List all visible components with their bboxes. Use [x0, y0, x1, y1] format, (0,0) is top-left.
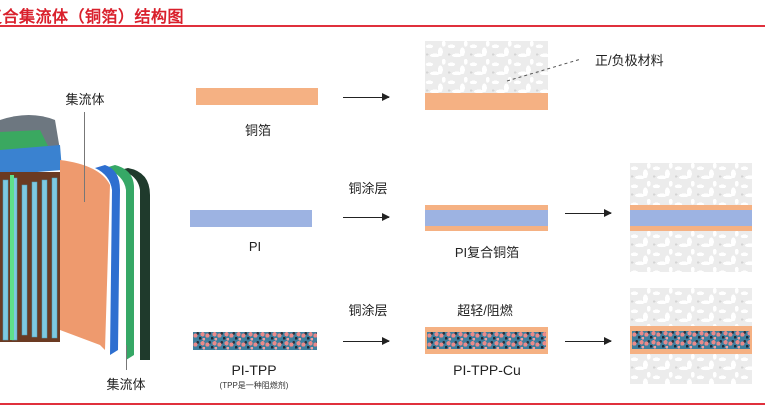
electrode-material-layer — [425, 41, 548, 93]
diagram-title: 复合集流体（铜箔）结构图 — [0, 9, 185, 26]
pi-composite-copper-foil — [630, 205, 752, 231]
arrow-right-icon — [343, 337, 390, 345]
arrow-right-icon — [343, 213, 390, 221]
arrow-right-icon — [565, 209, 612, 217]
battery-bottom-leader-line — [126, 345, 127, 370]
arrow-right-icon — [565, 337, 612, 345]
feature-label: 超轻/阻燃 — [457, 303, 513, 318]
electrode-material-layer — [630, 163, 752, 205]
pi-tpp-film-strip — [193, 332, 317, 350]
copper-coating-label: 铜涂层 — [348, 181, 388, 196]
leader-dashed-line — [506, 58, 582, 82]
pi-tpp-cu-foil — [630, 326, 752, 354]
pi-film-strip — [190, 210, 312, 227]
copper-foil-label: 铜箔 — [244, 123, 272, 138]
tpp-note: (TPP是一种阻燃剂) — [219, 381, 289, 390]
copper-coating-label: 铜涂层 — [348, 303, 388, 318]
arrow-right-icon — [343, 93, 390, 101]
pi-composite-label: PI复合铜箔 — [454, 245, 520, 260]
pi-tpp-cu-foil — [425, 327, 548, 354]
battery-top-leader-line — [84, 112, 85, 202]
electrode-material-layer — [630, 288, 752, 326]
pi-composite-copper-foil — [425, 205, 548, 231]
copper-foil-layer — [425, 93, 548, 110]
copper-foil-strip — [196, 88, 318, 105]
battery-top-label: 集流体 — [65, 92, 105, 107]
electrode-material-layer — [630, 231, 752, 272]
pi-tpp-cu-label: PI-TPP-Cu — [453, 362, 521, 378]
title-divider — [0, 25, 765, 27]
pi-label: PI — [248, 239, 262, 254]
bottom-divider — [0, 403, 765, 405]
pi-tpp-label: PI-TPP — [231, 362, 277, 378]
battery-cutaway-illustration — [0, 115, 150, 360]
electrode-material-layer — [630, 354, 752, 384]
electrode-material-label: 正/负极材料 — [595, 53, 664, 68]
battery-bottom-label: 集流体 — [106, 377, 146, 392]
